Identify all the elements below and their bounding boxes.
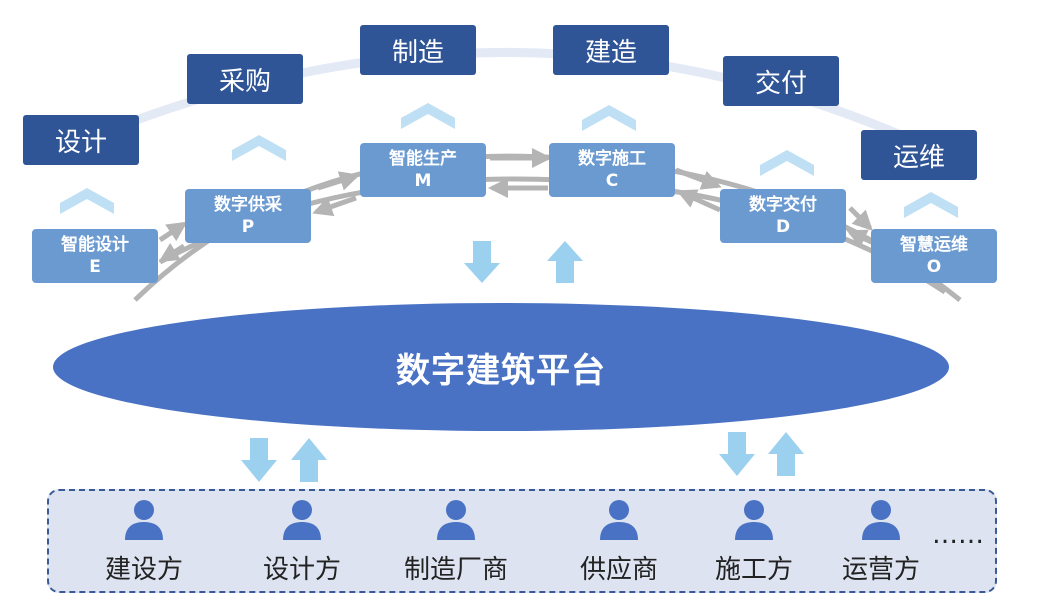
chevron-up-icon [232, 135, 286, 161]
chevron-up-icon [582, 105, 636, 131]
party-contractor: 施工方 [684, 497, 824, 587]
flow-arrowheads [158, 148, 882, 263]
party-operator: 运营方 [811, 497, 951, 587]
party-label: 运营方 [841, 555, 920, 585]
person-icon [437, 500, 475, 540]
party-label: 建设方 [104, 555, 183, 585]
phase-label: 建造 [584, 37, 637, 68]
party-designer: 设计方 [232, 497, 372, 587]
digital-phase-label: 智能设计 [61, 235, 129, 255]
party-label: 制造厂商 [403, 555, 508, 585]
phase-label: 交付 [754, 68, 807, 99]
arrow-up-icon [291, 438, 327, 482]
digital-phase-manufacture: 智能生产 M [360, 143, 486, 197]
digital-phase-construct: 数字施工 C [549, 143, 675, 197]
flow-arrow-pm [317, 171, 360, 191]
person-icon [735, 500, 773, 540]
digital-phase-label: 数字交付 [749, 195, 817, 215]
party-label: 供应商 [579, 555, 658, 585]
arrow-down-icon [241, 438, 277, 482]
flow-arrow-dc [676, 189, 722, 213]
more-parties-ellipsis: …… [932, 520, 984, 550]
person-icon [600, 500, 638, 540]
phase-design: 设计 [23, 115, 139, 165]
phase-label: 运维 [892, 142, 945, 173]
digital-phase-code: M [414, 171, 432, 191]
digital-phase-design: 智能设计 E [32, 229, 158, 283]
parties-container [47, 489, 997, 593]
digital-phase-procure: 数字供采 P [185, 189, 311, 243]
phase-label: 设计 [54, 127, 107, 158]
platform-ellipse [53, 303, 949, 431]
digital-phase-label: 智能生产 [389, 149, 457, 169]
phase-deliver: 交付 [723, 56, 839, 106]
chevrons [60, 103, 958, 218]
block-arrows [241, 241, 804, 482]
phase-construct: 建造 [553, 25, 669, 75]
phase-procure: 采购 [187, 54, 303, 104]
digital-phase-label: 数字供采 [214, 195, 282, 215]
flow-arrow-cd [675, 167, 722, 190]
party-supplier: 供应商 [549, 497, 689, 587]
chevron-up-icon [904, 192, 958, 218]
digital-phase-deliver: 数字交付 D [720, 189, 846, 243]
chevron-up-icon [401, 103, 455, 129]
person-icon [862, 500, 900, 540]
digital-phase-operate: 智慧运维 O [871, 229, 997, 283]
chevron-up-icon [760, 150, 814, 176]
flow-arrow-mp [312, 195, 357, 217]
digital-phase-label: 数字施工 [578, 149, 646, 169]
flow-arrow-do [848, 206, 873, 231]
phase-operate: 运维 [861, 130, 977, 180]
person-icon [283, 500, 321, 540]
arrow-up-icon [768, 432, 804, 476]
digital-phase-code: C [605, 171, 619, 191]
party-manufacturer: 制造厂商 [386, 497, 526, 587]
digital-phase-label: 智慧运维 [900, 235, 968, 255]
digital-phase-code: E [89, 257, 101, 277]
phase-label: 采购 [218, 66, 271, 97]
party-label: 设计方 [262, 555, 341, 585]
arrow-up-icon [547, 241, 583, 283]
phase-manufacture: 制造 [360, 25, 476, 75]
chevron-up-icon [60, 188, 114, 214]
party-label: 施工方 [714, 555, 793, 585]
digital-phase-code: O [926, 257, 942, 277]
arrow-down-icon [464, 241, 500, 283]
digital-phase-code: D [775, 217, 791, 237]
flow-arrow-pe [158, 242, 186, 263]
party-owner: 建设方 [74, 497, 214, 587]
arrow-down-icon [719, 432, 755, 476]
phase-label: 制造 [391, 37, 444, 68]
flow-arrow-ep [158, 221, 188, 243]
person-icon [125, 500, 163, 540]
digital-phase-code: P [241, 217, 255, 237]
platform-title: 数字建筑平台 [396, 350, 606, 391]
